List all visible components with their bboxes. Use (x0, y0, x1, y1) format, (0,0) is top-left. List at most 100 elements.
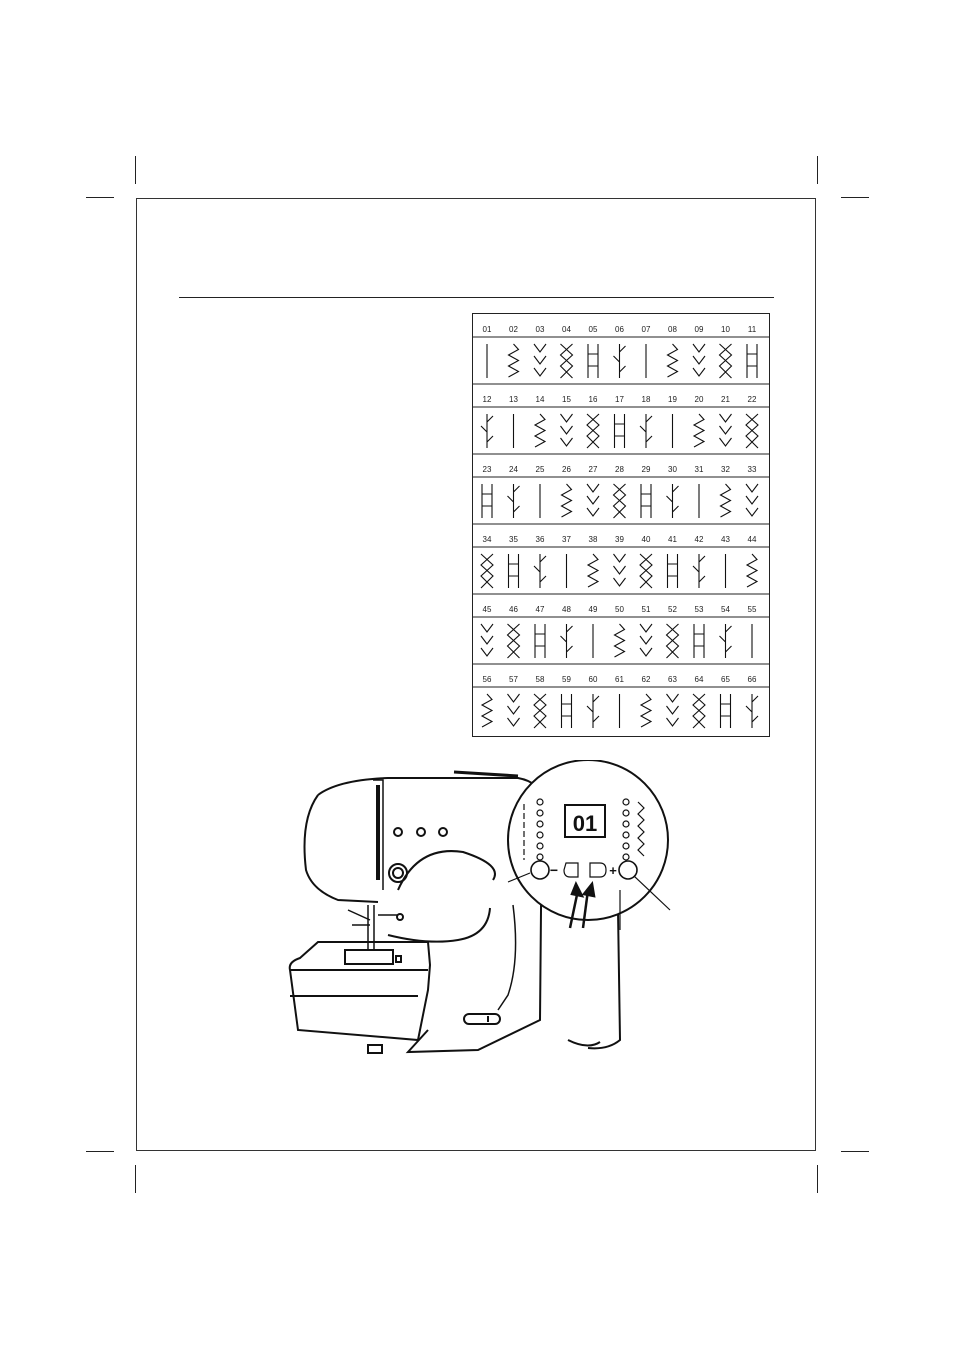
stitch-number-label: 52 (668, 605, 677, 614)
stitch-number-label: 38 (589, 535, 598, 544)
stitch-number-label: 54 (721, 605, 730, 614)
stitch-number-label: 41 (668, 535, 677, 544)
stitch-number-label: 59 (562, 675, 571, 684)
stitch-pattern-glyph (668, 554, 678, 588)
crop-mark-bottom-left-horizontal (86, 1151, 114, 1152)
stitch-number-label: 11 (748, 325, 757, 334)
stitch-number-label: 15 (562, 395, 571, 404)
stitch-pattern-glyph (481, 554, 493, 588)
stitch-pattern-glyph (640, 554, 652, 588)
stitch-pattern-glyph (720, 414, 732, 446)
stitch-number-label: 63 (668, 675, 677, 684)
stitch-number-label: 07 (642, 325, 651, 334)
stitch-pattern-glyph (534, 694, 546, 728)
stitch-number-label: 43 (721, 535, 730, 544)
stitch-number-label: 02 (509, 325, 518, 334)
stitch-number-label: 61 (615, 675, 624, 684)
stitch-pattern-glyph (614, 484, 626, 518)
crop-mark-bottom-right-horizontal (841, 1151, 869, 1152)
stitch-number-label: 47 (536, 605, 545, 614)
stitch-pattern-glyph (561, 344, 573, 378)
stitch-number-label: 58 (536, 675, 545, 684)
stitch-number-label: 35 (509, 535, 518, 544)
stitch-number-label: 51 (642, 605, 651, 614)
stitch-pattern-glyph (588, 344, 598, 378)
stitch-number-label: 48 (562, 605, 571, 614)
stitch-pattern-glyph (482, 484, 492, 518)
stitch-chart-svg: 0102030405060708091011121314151617181920… (473, 314, 769, 736)
header-rule (179, 297, 774, 298)
minus-symbol: − (550, 862, 558, 878)
stitch-pattern-glyph (587, 484, 599, 516)
stitch-pattern-glyph (721, 484, 731, 517)
stitch-number-label: 50 (615, 605, 624, 614)
stitch-pattern-glyph (667, 624, 679, 658)
crop-mark-bottom-right-vertical (817, 1165, 818, 1193)
stitch-number-label: 20 (695, 395, 704, 404)
crop-mark-top-right-vertical (817, 156, 818, 184)
stitch-number-label: 32 (721, 465, 730, 474)
stitch-pattern-glyph (693, 344, 705, 376)
stitch-number-label: 23 (483, 465, 492, 474)
stitch-pattern-glyph (641, 484, 651, 518)
stitch-number-label: 06 (615, 325, 624, 334)
stitch-pattern-glyph (694, 624, 704, 658)
stitch-pattern-glyph (534, 344, 546, 376)
stitch-pattern-glyph (535, 414, 545, 447)
stitch-number-label: 45 (483, 605, 492, 614)
stitch-pattern-glyph (614, 344, 626, 378)
stitch-number-label: 57 (509, 675, 518, 684)
stitch-number-display: 01 (573, 811, 597, 836)
stitch-number-label: 31 (695, 465, 704, 474)
plus-symbol: + (609, 863, 617, 878)
stitch-pattern-glyph (509, 554, 519, 588)
stitch-number-label: 62 (642, 675, 651, 684)
stitch-number-label: 55 (748, 605, 757, 614)
stitch-pattern-glyph (640, 414, 652, 448)
stitch-pattern-glyph (694, 414, 704, 447)
crop-mark-top-left-horizontal (86, 197, 114, 198)
stitch-pattern-glyph (668, 344, 678, 377)
stitch-pattern-glyph (640, 624, 652, 656)
stitch-pattern-glyph (508, 484, 520, 518)
stitch-pattern-glyph (509, 344, 519, 377)
stitch-number-label: 34 (483, 535, 492, 544)
stitch-pattern-glyph (720, 624, 732, 658)
sewing-machine-illustration: 01 − + (278, 760, 698, 1065)
stitch-number-label: 37 (562, 535, 571, 544)
stitch-number-label: 18 (642, 395, 651, 404)
stitch-pattern-glyph (562, 694, 572, 728)
stitch-number-label: 08 (668, 325, 677, 334)
stitch-pattern-glyph (721, 694, 731, 728)
stitch-number-label: 44 (748, 535, 757, 544)
stitch-pattern-glyph (534, 554, 546, 588)
stitch-number-label: 22 (748, 395, 757, 404)
stitch-pattern-glyph (535, 624, 545, 658)
stitch-number-label: 49 (589, 605, 598, 614)
stitch-number-label: 27 (589, 465, 598, 474)
stitch-number-label: 46 (509, 605, 518, 614)
stitch-number-label: 19 (668, 395, 677, 404)
stitch-pattern-glyph (693, 694, 705, 728)
stitch-pattern-glyph (561, 624, 573, 658)
stitch-number-label: 09 (695, 325, 704, 334)
machine-svg: 01 − + (278, 760, 698, 1060)
stitch-number-label: 26 (562, 465, 571, 474)
stitch-number-label: 17 (615, 395, 624, 404)
crop-mark-top-right-horizontal (841, 197, 869, 198)
stitch-number-label: 33 (748, 465, 757, 474)
stitch-pattern-glyph (747, 554, 757, 587)
stitch-number-label: 36 (536, 535, 545, 544)
stitch-pattern-glyph (746, 484, 758, 516)
stitch-number-label: 03 (536, 325, 545, 334)
stitch-number-label: 14 (536, 395, 545, 404)
stitch-number-label: 39 (615, 535, 624, 544)
stitch-pattern-glyph (667, 694, 679, 726)
stitch-pattern-glyph (481, 624, 493, 656)
stitch-number-label: 60 (589, 675, 598, 684)
crop-mark-bottom-left-vertical (135, 1165, 136, 1193)
stitch-number-label: 24 (509, 465, 518, 474)
stitch-number-label: 65 (721, 675, 730, 684)
crop-mark-top-left-vertical (135, 156, 136, 184)
